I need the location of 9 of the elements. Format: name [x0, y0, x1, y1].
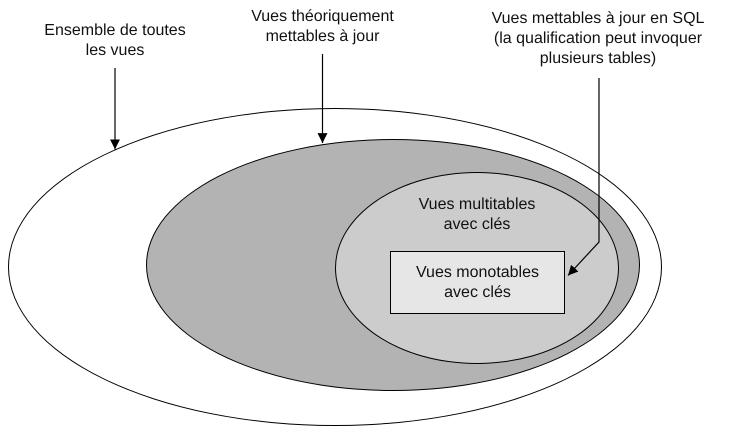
callout-text: Vues mettables à jour en SQL (la qualification peut invoquer plusieurs tables) — [484, 6, 712, 72]
arrow — [568, 78, 600, 276]
set-label: Vues monotables avec clés — [414, 262, 540, 302]
arrow — [318, 54, 328, 144]
callout-text: Vues théoriquement mettables à jour — [240, 6, 405, 48]
callout-text: Ensemble de toutes les vues — [40, 20, 190, 62]
arrow — [110, 68, 120, 150]
view-box — [390, 251, 565, 314]
set-label: Vues multitables avec clés — [418, 195, 536, 235]
